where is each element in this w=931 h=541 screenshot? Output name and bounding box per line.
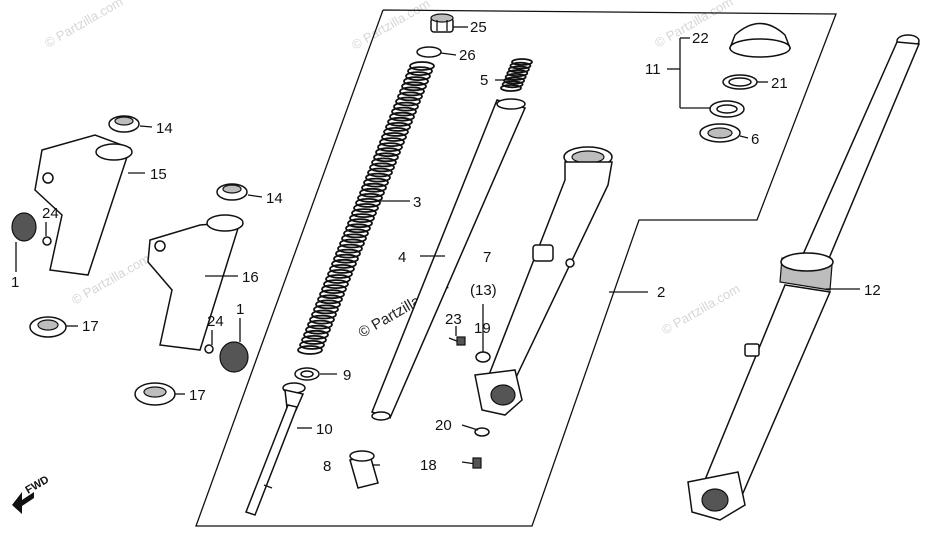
callout-18: 18	[420, 457, 437, 474]
callout-17-upper: 17	[82, 318, 99, 335]
part-3-fork-spring	[297, 61, 435, 355]
leader-lines	[15, 26, 860, 466]
part-16-bracket-lower	[147, 214, 244, 351]
part-12-fork-assembly	[687, 34, 921, 521]
callout-25: 25	[470, 19, 487, 36]
callout-24-lower: 24	[207, 313, 224, 330]
callout-15: 15	[150, 166, 167, 183]
part-10-damper-rod	[245, 382, 306, 516]
part-17-rubber-upper	[29, 316, 67, 338]
watermark-top-left: © Partzilla.com	[42, 0, 125, 51]
callout-23: 23	[445, 311, 462, 328]
callout-13: (13)	[470, 282, 497, 299]
part-25-cap-bolt	[430, 13, 454, 33]
part-18-drain-bolt	[461, 457, 482, 469]
callout-5: 5	[480, 72, 488, 89]
callout-22: 22	[692, 30, 709, 47]
callout-21: 21	[771, 75, 788, 92]
callout-11: 11	[645, 61, 661, 78]
part-14-cap-lower	[216, 183, 248, 201]
callout-8: 8	[323, 458, 331, 475]
callout-14-lower: 14	[266, 190, 283, 207]
watermark-top-mid: © Partzilla.com	[349, 0, 432, 53]
fwd-arrow-icon	[12, 492, 34, 514]
callout-1-upper: 1	[11, 274, 19, 291]
callout-2: 2	[657, 284, 665, 301]
callout-14-upper: 14	[156, 120, 173, 137]
callout-7: 7	[483, 249, 491, 266]
part-22-dust-seal	[728, 22, 792, 58]
part-6-oil-seal	[699, 123, 741, 143]
callout-20: 20	[435, 417, 452, 434]
part-8-oil-lock-piece	[349, 450, 379, 489]
part-9-piston-ring	[294, 367, 320, 381]
part-2-bottom-case	[474, 146, 613, 416]
part-17-rubber-lower	[134, 382, 176, 406]
assembly-outline	[195, 9, 837, 527]
part-14-cap-upper	[108, 115, 140, 133]
part-15-bracket-upper	[34, 134, 133, 276]
seal-ring	[709, 100, 745, 118]
callout-19: 19	[474, 320, 491, 337]
callout-24-upper: 24	[42, 205, 59, 222]
part-23-bolt	[448, 336, 466, 346]
callout-16: 16	[242, 269, 259, 286]
part-20-gasket	[474, 427, 490, 437]
part-1-reflector-upper	[11, 212, 37, 242]
part-26-o-ring	[416, 46, 442, 58]
part-4-fork-pipe	[371, 98, 527, 421]
part-1-reflector-lower	[219, 341, 249, 373]
callout-10: 10	[316, 421, 333, 438]
callout-4: 4	[398, 249, 406, 266]
callout-26: 26	[459, 47, 476, 64]
part-5-spring	[500, 58, 533, 92]
part-19-washer	[475, 351, 491, 363]
part-24-screw-upper	[42, 236, 52, 246]
watermark-right-mid: © Partzilla.com	[659, 281, 742, 338]
callout-17-lower: 17	[189, 387, 206, 404]
part-24-screw-lower	[204, 344, 214, 354]
callout-12: 12	[864, 282, 881, 299]
callout-6: 6	[751, 131, 759, 148]
callout-9: 9	[343, 367, 351, 384]
fwd-label: FWD	[24, 474, 52, 497]
part-21-clip	[722, 74, 758, 90]
callout-1-lower: 1	[236, 301, 244, 318]
callout-3: 3	[413, 194, 421, 211]
